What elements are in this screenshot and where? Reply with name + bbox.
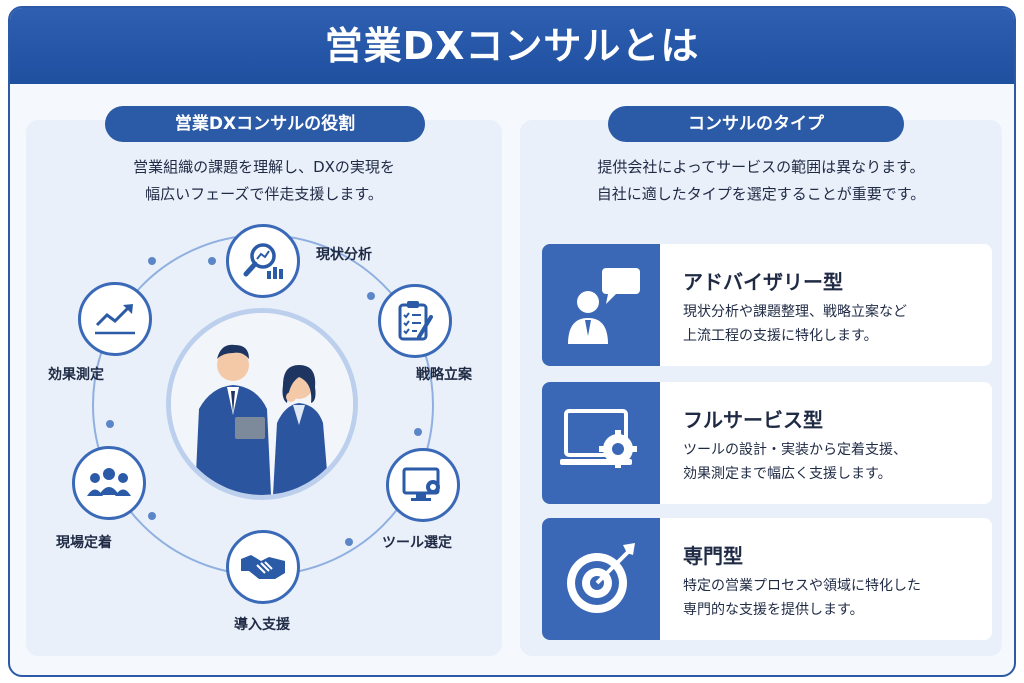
handshake-icon: [241, 555, 285, 579]
phase-label: 導入支援: [234, 617, 290, 633]
target-arrow-icon: [567, 543, 635, 613]
phase-label: 戦略立案: [416, 367, 472, 383]
clipboard-checklist-icon: [398, 301, 433, 341]
type-description-line: ツールの設計・実装から定着支援、: [683, 442, 907, 458]
types-panel: コンサルのタイプ 提供会社によってサービスの範囲は異なります。 自社に適したタイ…: [520, 106, 1002, 656]
type-description-line: 現状分析や課題整理、戦略立案など: [683, 304, 907, 320]
page-title: 営業DXコンサルとは: [324, 24, 700, 68]
magnifier-chart-icon: [243, 243, 283, 279]
consultants-illustration: [166, 308, 358, 500]
card-icon-box: [542, 382, 660, 504]
phase-node-implementation: [226, 530, 300, 604]
type-description: 特定の営業プロセスや領域に特化した 専門的な支援を提供します。: [683, 574, 921, 622]
type-card-specialist: 専門型 特定の営業プロセスや領域に特化した 専門的な支援を提供します。: [542, 518, 992, 640]
team-icon: [87, 468, 131, 496]
phase-node-measurement: [78, 282, 152, 356]
type-description-line: 特定の営業プロセスや領域に特化した: [683, 578, 921, 594]
monitor-gear-icon: [402, 467, 440, 501]
role-description: 営業組織の課題を理解し、DXの実現を 幅広いフェーズで伴走支援します。: [26, 154, 502, 208]
role-description-line: 幅広いフェーズで伴走支援します。: [145, 185, 383, 203]
phase-label: ツール選定: [382, 535, 452, 551]
phase-label: 現状分析: [316, 247, 372, 263]
role-panel: 営業DXコンサルの役割 営業組織の課題を理解し、DXの実現を 幅広いフェーズで伴…: [26, 106, 502, 656]
phase-label: 効果測定: [48, 367, 104, 383]
type-title: フルサービス型: [683, 408, 823, 432]
type-description-line: 上流工程の支援に特化します。: [683, 328, 878, 344]
types-description-line: 自社に適したタイプを選定することが重要です。: [596, 185, 926, 203]
phase-label: 現場定着: [56, 535, 112, 551]
infographic-frame: 営業DXコンサルとは 営業DXコンサルの役割 営業組織の課題を理解し、DXの実現…: [8, 6, 1016, 677]
role-heading: 営業DXコンサルの役割: [105, 106, 425, 142]
type-description-line: 効果測定まで幅広く支援します。: [683, 466, 892, 482]
phase-node-adoption: [72, 446, 146, 520]
advisor-speech-icon: [568, 268, 640, 344]
title-bar: [10, 8, 1014, 84]
role-description-line: 営業組織の課題を理解し、DXの実現を: [133, 158, 395, 176]
consultants-image: [171, 313, 353, 495]
line-chart-icon: [95, 304, 135, 335]
type-description-line: 専門的な支援を提供します。: [683, 602, 864, 618]
types-description: 提供会社によってサービスの範囲は異なります。 自社に適したタイプを選定することが…: [520, 154, 1002, 208]
type-title: アドバイザリー型: [683, 270, 843, 294]
phase-node-tool-selection: [386, 448, 460, 522]
card-icon-box: [542, 244, 660, 366]
phase-node-analysis: [226, 224, 300, 298]
types-description-line: 提供会社によってサービスの範囲は異なります。: [597, 158, 925, 176]
type-card-full-service: フルサービス型 ツールの設計・実装から定着支援、 効果測定まで幅広く支援します。: [542, 382, 992, 504]
type-description: 現状分析や課題整理、戦略立案など 上流工程の支援に特化します。: [683, 300, 907, 348]
phase-node-strategy: [378, 284, 452, 358]
type-card-advisory: アドバイザリー型 現状分析や課題整理、戦略立案など 上流工程の支援に特化します。: [542, 244, 992, 366]
type-title: 専門型: [683, 544, 743, 568]
type-description: ツールの設計・実装から定着支援、 効果測定まで幅広く支援します。: [683, 438, 907, 486]
types-heading: コンサルのタイプ: [608, 106, 904, 142]
card-icon-box: [542, 518, 660, 640]
laptop-gear-icon: [560, 409, 637, 468]
